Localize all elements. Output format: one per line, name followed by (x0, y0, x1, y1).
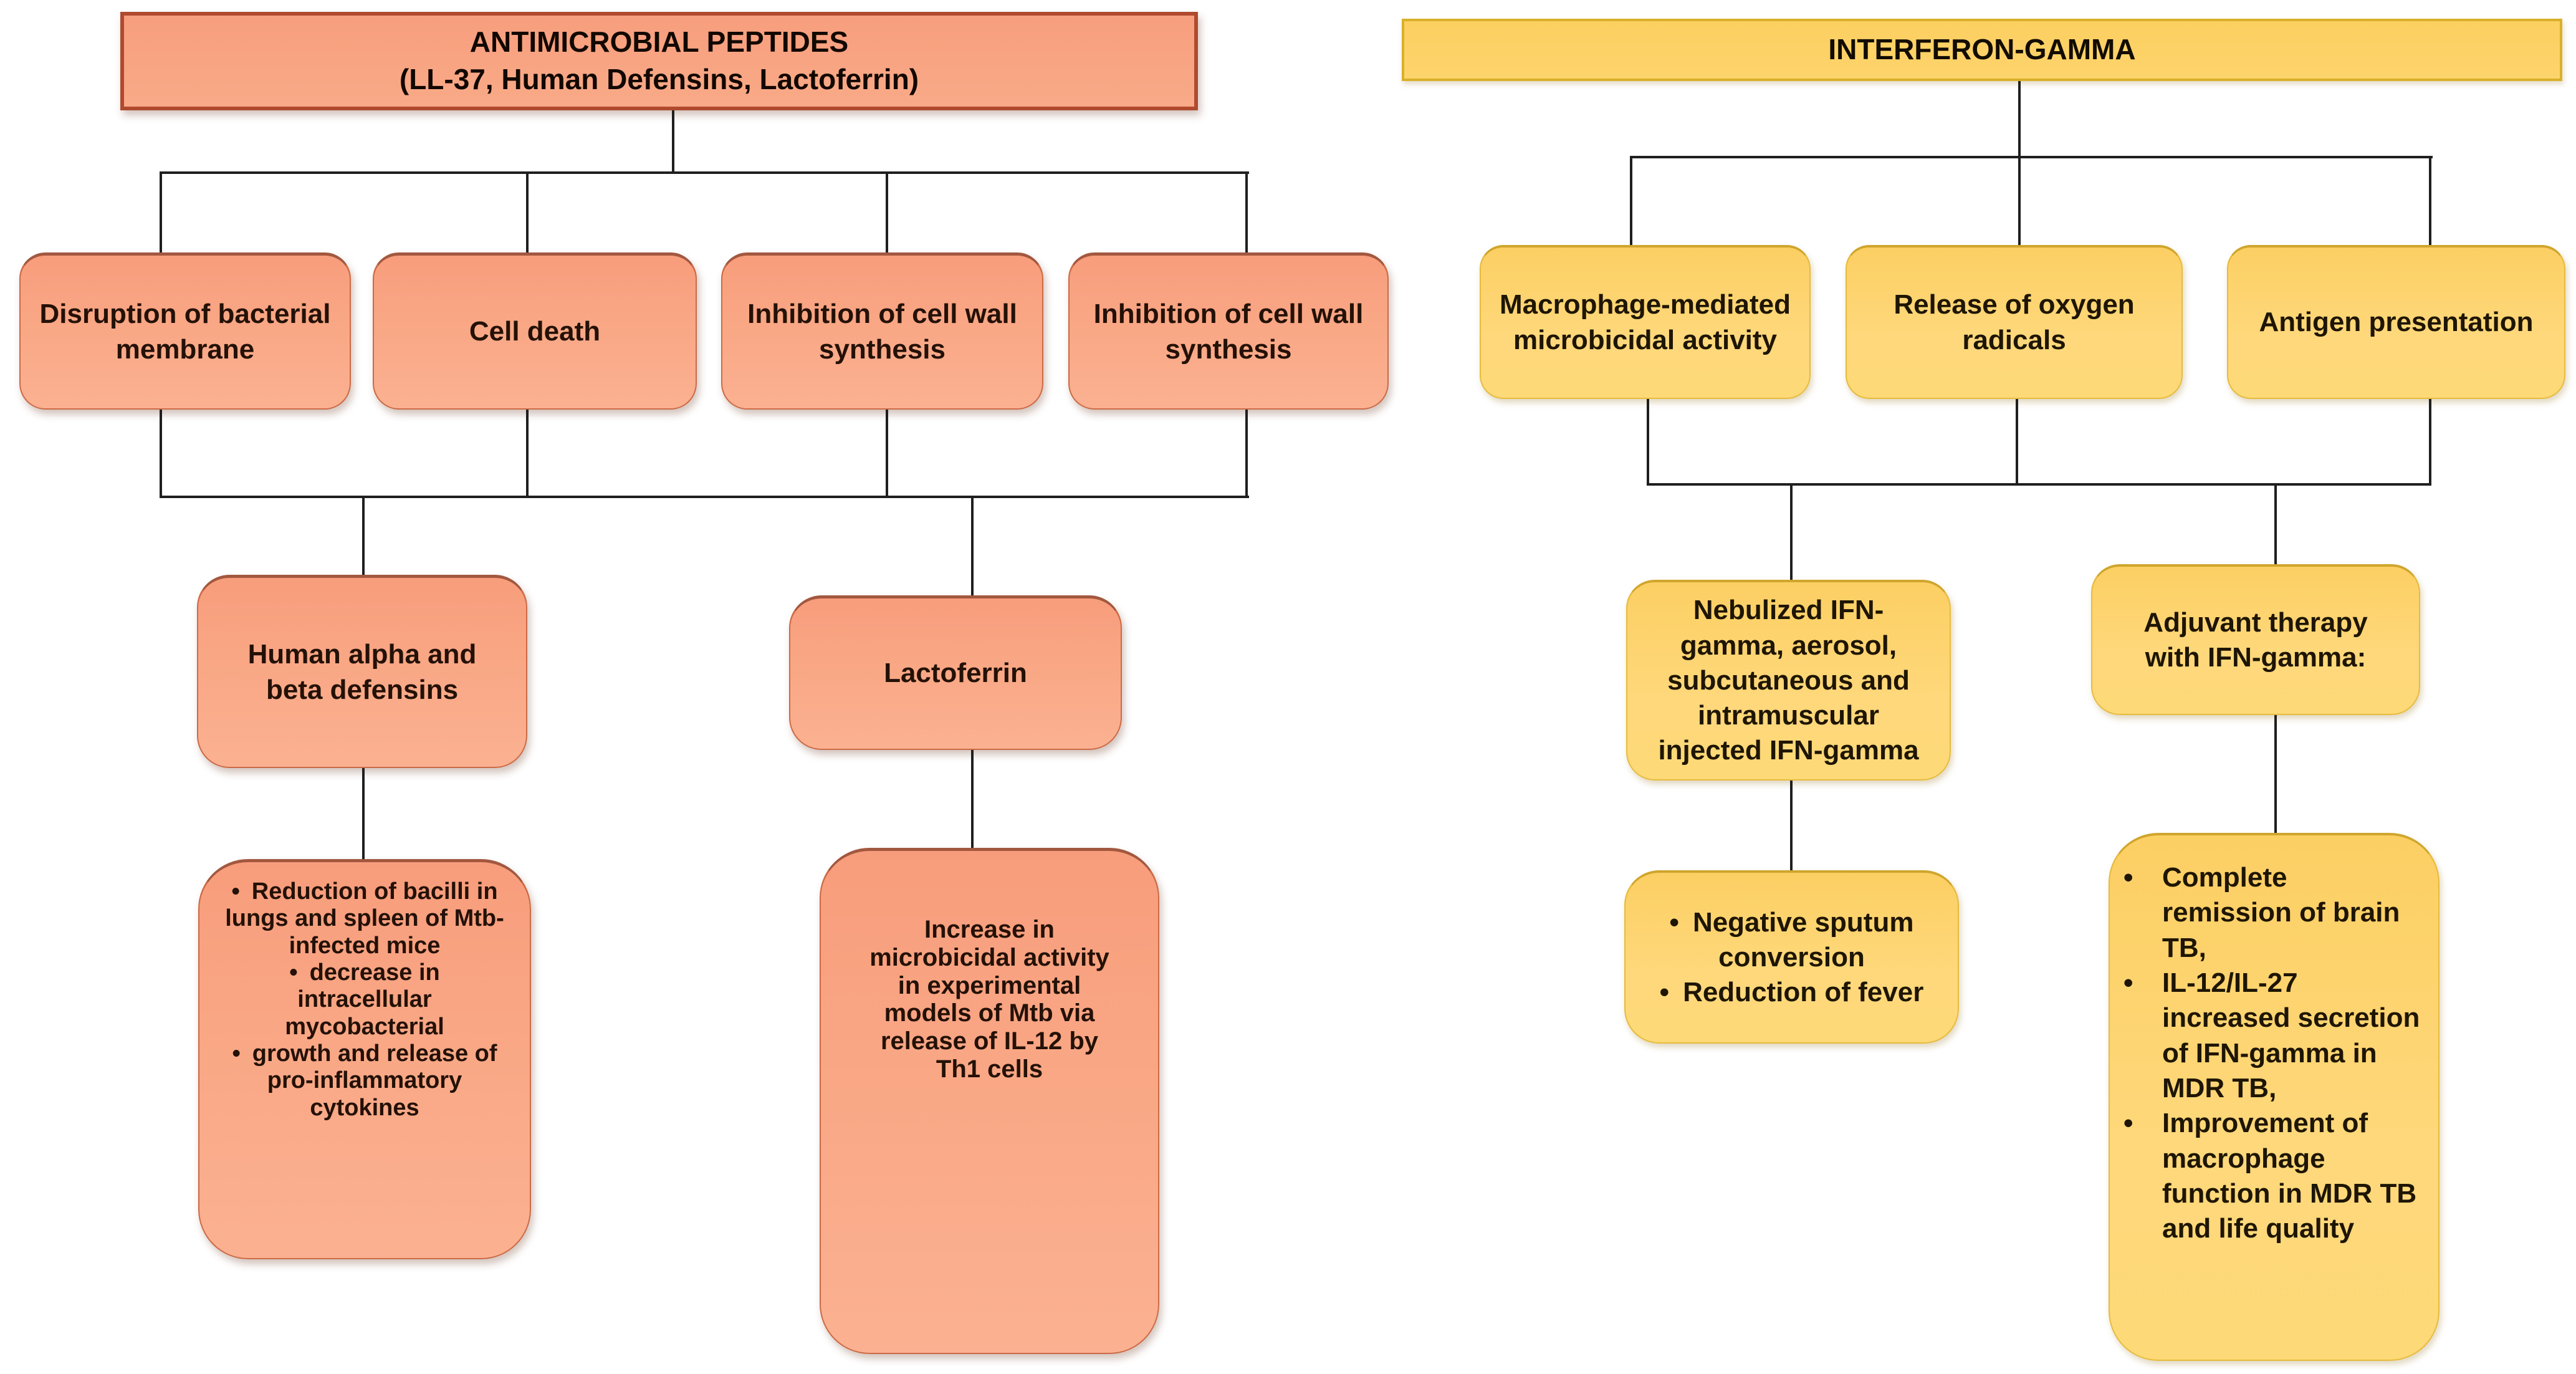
node-label: Human alpha and beta defensins (247, 639, 477, 705)
amp-title: ANTIMICROBIAL PEPTIDES (469, 26, 849, 59)
connector-line (526, 171, 529, 254)
node-label: Disruption of bacterial membrane (39, 299, 331, 365)
connector-line (2018, 81, 2021, 157)
node-human-defensins: Human alpha and beta defensins (197, 575, 527, 768)
bullet-item: Reduction of fever (1640, 975, 1943, 1010)
connector-line (160, 171, 1249, 174)
lactoferrin-effect-text: Increase in microbicidal activity in exp… (869, 916, 1109, 1083)
bullet-item: Reduction of bacilli in lungs and spleen… (224, 878, 505, 959)
node-label: Lactoferrin (884, 658, 1027, 689)
node-disruption-membrane: Disruption of bacterial membrane (19, 252, 351, 410)
node-cell-death: Cell death (373, 252, 697, 410)
connector-line (971, 750, 974, 849)
adjuvant-outcomes-box: Complete remission of brain TB,IL-12/IL-… (2109, 833, 2440, 1361)
node-label: Release of oxygen radicals (1894, 289, 2135, 355)
connector-line (1647, 483, 2431, 486)
connector-line (886, 410, 888, 497)
connector-line (1790, 483, 1793, 581)
node-adjuvant-therapy: Adjuvant therapy with IFN-gamma: (2091, 564, 2420, 715)
node-label: Inhibition of cell wall synthesis (1093, 299, 1364, 365)
ifn-header: INTERFERON-GAMMA (1402, 19, 2562, 81)
connector-line (160, 171, 162, 254)
nebulized-outcomes-list: Negative sputum conversionReduction of f… (1640, 905, 1943, 1011)
bullet-item: growth and release of pro-inflammatory c… (224, 1040, 505, 1122)
node-inhibition-cell-wall-1: Inhibition of cell wall synthesis (721, 252, 1043, 410)
connector-line (2274, 483, 2277, 565)
node-oxygen-radicals: Release of oxygen radicals (1846, 245, 2183, 399)
connector-line (1245, 410, 1248, 497)
connector-line (1630, 156, 1632, 246)
connector-line (2018, 156, 2021, 246)
node-label: Inhibition of cell wall synthesis (747, 299, 1017, 365)
amp-subtitle: (LL-37, Human Defensins, Lactoferrin) (399, 63, 919, 95)
connector-line (362, 496, 365, 576)
node-label: Adjuvant therapy with IFN-gamma: (2143, 607, 2368, 673)
connector-line (971, 496, 974, 597)
connector-line (2429, 399, 2431, 484)
ifn-title: INTERFERON-GAMMA (1828, 33, 2136, 66)
defensins-effects-list: Reduction of bacilli in lungs and spleen… (224, 878, 505, 1122)
node-label: Cell death (469, 316, 601, 347)
bullet-item: IL-12/IL-27 increased secretion of IFN-g… (2110, 966, 2423, 1106)
lactoferrin-effect-box: Increase in microbicidal activity in exp… (820, 848, 1159, 1354)
node-lactoferrin: Lactoferrin (789, 595, 1122, 750)
connector-line (362, 768, 365, 860)
node-label: Nebulized IFN-gamma, aerosol, subcutaneo… (1658, 595, 1919, 766)
connector-line (672, 110, 674, 173)
connector-line (160, 410, 162, 497)
connector-line (2429, 156, 2431, 246)
bullet-item: Improvement of macrophage function in MD… (2110, 1106, 2423, 1246)
connector-line (1630, 156, 2433, 158)
connector-line (526, 410, 529, 497)
bullet-item: decrease in intracellular mycobacterial (224, 959, 505, 1040)
bullet-item: Complete remission of brain TB, (2110, 860, 2423, 966)
nebulized-outcomes-box: Negative sputum conversionReduction of f… (1624, 870, 1959, 1044)
connector-line (2016, 399, 2018, 484)
node-macrophage-activity: Macrophage-mediated microbicidal activit… (1480, 245, 1811, 399)
node-label: Antigen presentation (2259, 307, 2534, 338)
node-inhibition-cell-wall-2: Inhibition of cell wall synthesis (1068, 252, 1389, 410)
amp-header: ANTIMICROBIAL PEPTIDES (LL-37, Human Def… (120, 12, 1198, 110)
node-label: Macrophage-mediated microbicidal activit… (1500, 289, 1791, 355)
defensins-effects-box: Reduction of bacilli in lungs and spleen… (198, 859, 531, 1259)
connector-line (2274, 715, 2277, 834)
connector-line (160, 496, 1249, 498)
connector-line (1245, 171, 1248, 254)
connector-line (886, 171, 888, 254)
node-nebulized-ifn: Nebulized IFN-gamma, aerosol, subcutaneo… (1626, 580, 1951, 781)
connector-line (1790, 781, 1793, 872)
node-antigen-presentation: Antigen presentation (2227, 245, 2565, 399)
adjuvant-outcomes-list: Complete remission of brain TB,IL-12/IL-… (2110, 860, 2423, 1246)
connector-line (1647, 399, 1649, 484)
bullet-item: Negative sputum conversion (1640, 905, 1943, 976)
